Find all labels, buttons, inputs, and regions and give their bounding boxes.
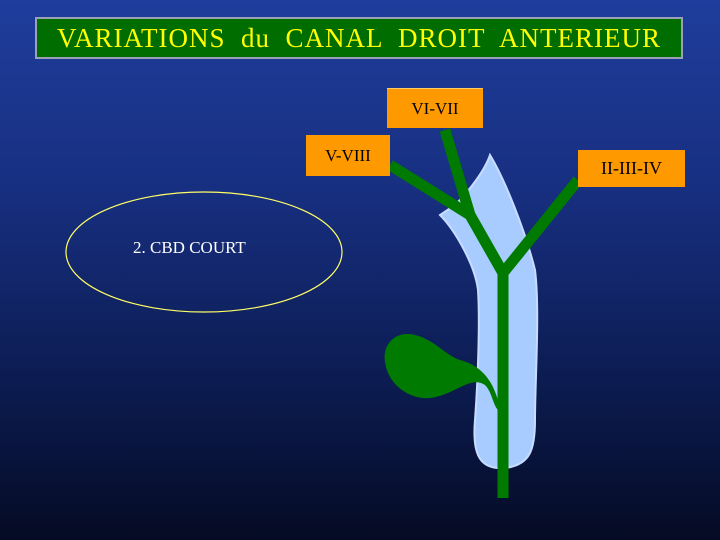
segment-label-ii-iii-iv: II-III-IV	[578, 150, 685, 187]
duct-branches	[387, 128, 583, 498]
vi-vii-branch-line	[439, 128, 476, 217]
title-banner: VARIATIONS du CANAL DROIT ANTERIEUR	[35, 17, 683, 59]
segment-label-vi-vii: VI-VII	[387, 88, 483, 128]
light-blue-duct-shape	[438, 152, 539, 470]
cbd-court-label: 2. CBD COURT	[133, 238, 246, 257]
cbd-ellipse	[65, 191, 343, 313]
gallbladder-shape	[384, 334, 500, 410]
right-branch-line	[498, 176, 583, 277]
v-viii-branch-line	[387, 160, 473, 220]
slide-title: VARIATIONS du CANAL DROIT ANTERIEUR	[56, 22, 661, 53]
segment-label-v-viii: V-VIII	[306, 135, 390, 176]
left-branch-line	[465, 212, 508, 276]
